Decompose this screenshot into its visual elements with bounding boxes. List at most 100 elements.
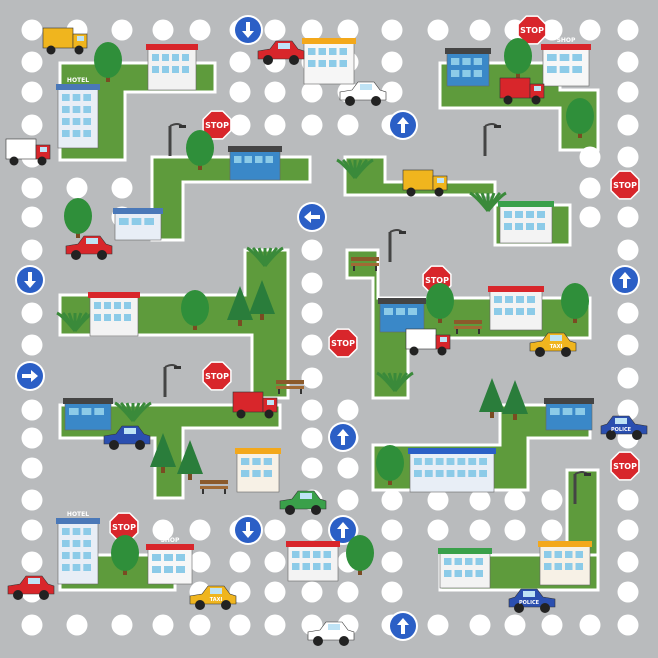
board-space[interactable] (381, 489, 403, 511)
board-space[interactable] (579, 146, 601, 168)
board-space[interactable] (152, 614, 174, 636)
board-space[interactable] (264, 581, 286, 603)
board-space[interactable] (111, 614, 133, 636)
board-space[interactable] (301, 519, 323, 541)
board-space[interactable] (617, 81, 639, 103)
board-space[interactable] (617, 206, 639, 228)
board-space[interactable] (617, 334, 639, 356)
board-space[interactable] (264, 519, 286, 541)
board-space[interactable] (21, 239, 43, 261)
board-space[interactable] (229, 114, 251, 136)
board-space[interactable] (504, 614, 526, 636)
board-space[interactable] (381, 581, 403, 603)
board-space[interactable] (469, 19, 491, 41)
board-space[interactable] (337, 19, 359, 41)
board-space[interactable] (617, 19, 639, 41)
board-space[interactable] (21, 177, 43, 199)
board-space[interactable] (111, 19, 133, 41)
board-space[interactable] (189, 551, 211, 573)
board-space[interactable] (337, 457, 359, 479)
board-space[interactable] (469, 519, 491, 541)
board-space[interactable] (152, 519, 174, 541)
board-space[interactable] (264, 19, 286, 41)
board-space[interactable] (152, 19, 174, 41)
board-space[interactable] (617, 399, 639, 421)
board-space[interactable] (337, 399, 359, 421)
board-space[interactable] (427, 614, 449, 636)
board-space[interactable] (301, 239, 323, 261)
board-space[interactable] (21, 302, 43, 324)
board-space[interactable] (301, 272, 323, 294)
board-space[interactable] (301, 19, 323, 41)
board-space[interactable] (264, 114, 286, 136)
board-space[interactable] (21, 206, 43, 228)
board-space[interactable] (617, 614, 639, 636)
board-space[interactable] (301, 399, 323, 421)
board-space[interactable] (337, 114, 359, 136)
board-space[interactable] (617, 519, 639, 541)
board-space[interactable] (189, 614, 211, 636)
board-space[interactable] (189, 19, 211, 41)
board-space[interactable] (617, 146, 639, 168)
board-space[interactable] (21, 427, 43, 449)
board-space[interactable] (189, 519, 211, 541)
board-space[interactable] (504, 519, 526, 541)
board-space[interactable] (617, 302, 639, 324)
board-space[interactable] (579, 19, 601, 41)
board-space[interactable] (66, 614, 88, 636)
board-space[interactable] (469, 489, 491, 511)
board-space[interactable] (21, 19, 43, 41)
board-space[interactable] (617, 367, 639, 389)
board-space[interactable] (427, 19, 449, 41)
board-space[interactable] (617, 51, 639, 73)
board-space[interactable] (617, 581, 639, 603)
board-space[interactable] (264, 551, 286, 573)
board-space[interactable] (301, 334, 323, 356)
board-space[interactable] (229, 551, 251, 573)
board-space[interactable] (381, 19, 403, 41)
board-space[interactable] (381, 51, 403, 73)
board-space[interactable] (469, 614, 491, 636)
board-space[interactable] (21, 334, 43, 356)
board-space[interactable] (229, 51, 251, 73)
board-space[interactable] (301, 427, 323, 449)
board-space[interactable] (301, 81, 323, 103)
board-space[interactable] (264, 81, 286, 103)
board-space[interactable] (381, 519, 403, 541)
board-space[interactable] (617, 551, 639, 573)
board-space[interactable] (264, 614, 286, 636)
board-space[interactable] (504, 489, 526, 511)
board-space[interactable] (21, 489, 43, 511)
board-space[interactable] (337, 581, 359, 603)
board-space[interactable] (579, 206, 601, 228)
board-space[interactable] (617, 489, 639, 511)
board-space[interactable] (381, 81, 403, 103)
board-space[interactable] (21, 457, 43, 479)
board-space[interactable] (301, 457, 323, 479)
board-space[interactable] (381, 551, 403, 573)
board-space[interactable] (229, 614, 251, 636)
board-space[interactable] (229, 81, 251, 103)
board-space[interactable] (541, 519, 563, 541)
board-space[interactable] (21, 614, 43, 636)
board-space[interactable] (541, 19, 563, 41)
board-space[interactable] (617, 239, 639, 261)
board-space[interactable] (541, 614, 563, 636)
board-space[interactable] (21, 519, 43, 541)
board-space[interactable] (66, 177, 88, 199)
board-space[interactable] (617, 114, 639, 136)
board-space[interactable] (579, 614, 601, 636)
board-space[interactable] (427, 489, 449, 511)
board-space[interactable] (21, 51, 43, 73)
board-space[interactable] (21, 81, 43, 103)
board-space[interactable] (301, 581, 323, 603)
board-space[interactable] (541, 489, 563, 511)
board-space[interactable] (21, 114, 43, 136)
board-space[interactable] (337, 489, 359, 511)
board-space[interactable] (21, 551, 43, 573)
board-space[interactable] (579, 177, 601, 199)
board-space[interactable] (301, 302, 323, 324)
board-space[interactable] (301, 367, 323, 389)
board-space[interactable] (427, 519, 449, 541)
board-space[interactable] (301, 114, 323, 136)
